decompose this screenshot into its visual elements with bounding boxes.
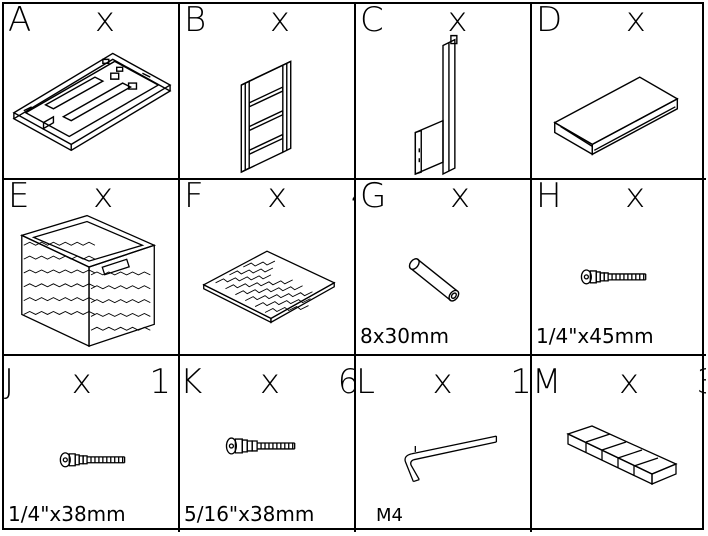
part-k-quantity: K x 6: [180, 362, 356, 402]
part-cell-c: C x 2: [356, 4, 532, 180]
bolt-516-icon: [180, 356, 354, 532]
part-m-quantity: M x 3: [532, 362, 706, 402]
bolt-38mm-icon: [4, 356, 178, 532]
part-cell-b: B x 2: [180, 4, 356, 180]
part-cell-d: D x 3: [532, 4, 706, 180]
part-cell-e: E x 4: [4, 180, 180, 356]
part-c-quantity: C x 2: [360, 4, 482, 40]
part-cell-h: H x 2 1/4"x45mm: [532, 180, 706, 356]
part-cell-a: A x 1: [4, 4, 180, 180]
part-h-quantity: H x 2: [536, 180, 660, 216]
part-cell-k: K x 6 5/16"x38mm: [180, 356, 356, 532]
part-l-size: M4: [376, 505, 403, 526]
wooden-dowel-icon: [356, 180, 530, 354]
part-k-size: 5/16"x38mm: [184, 502, 315, 526]
part-a-quantity: A x 1: [8, 4, 129, 40]
part-g-quantity: G x 8: [360, 180, 485, 216]
woven-mat-icon: [180, 180, 354, 354]
part-g-size: 8x30mm: [360, 324, 449, 348]
part-cell-l: L x 1 M4: [356, 356, 532, 532]
part-b-quantity: B x 2: [184, 4, 354, 40]
part-cell-j: J x 14 1/4"x38mm: [4, 356, 180, 532]
bolt-45mm-icon: [532, 180, 706, 354]
part-l-quantity: L x 1: [356, 362, 532, 402]
part-j-size: 1/4"x38mm: [8, 502, 126, 526]
connector-bracket-icon: [532, 356, 706, 532]
base-panel-icon: [4, 4, 178, 178]
woven-basket-icon: [4, 180, 178, 354]
upright-post-icon: [356, 4, 530, 178]
ladder-frame-icon: [180, 4, 354, 178]
part-f-quantity: F x 4: [184, 180, 354, 216]
part-j-quantity: J x 14: [4, 362, 180, 402]
allen-key-icon: [356, 356, 530, 532]
part-cell-f: F x 4: [180, 180, 356, 356]
part-e-quantity: E x 4: [8, 180, 178, 216]
part-d-quantity: D x 3: [536, 4, 660, 40]
part-cell-g: G x 8 8x30mm: [356, 180, 532, 356]
shelf-board-icon: [532, 4, 706, 178]
part-cell-m: M x 3: [532, 356, 706, 532]
part-h-size: 1/4"x45mm: [536, 324, 654, 348]
